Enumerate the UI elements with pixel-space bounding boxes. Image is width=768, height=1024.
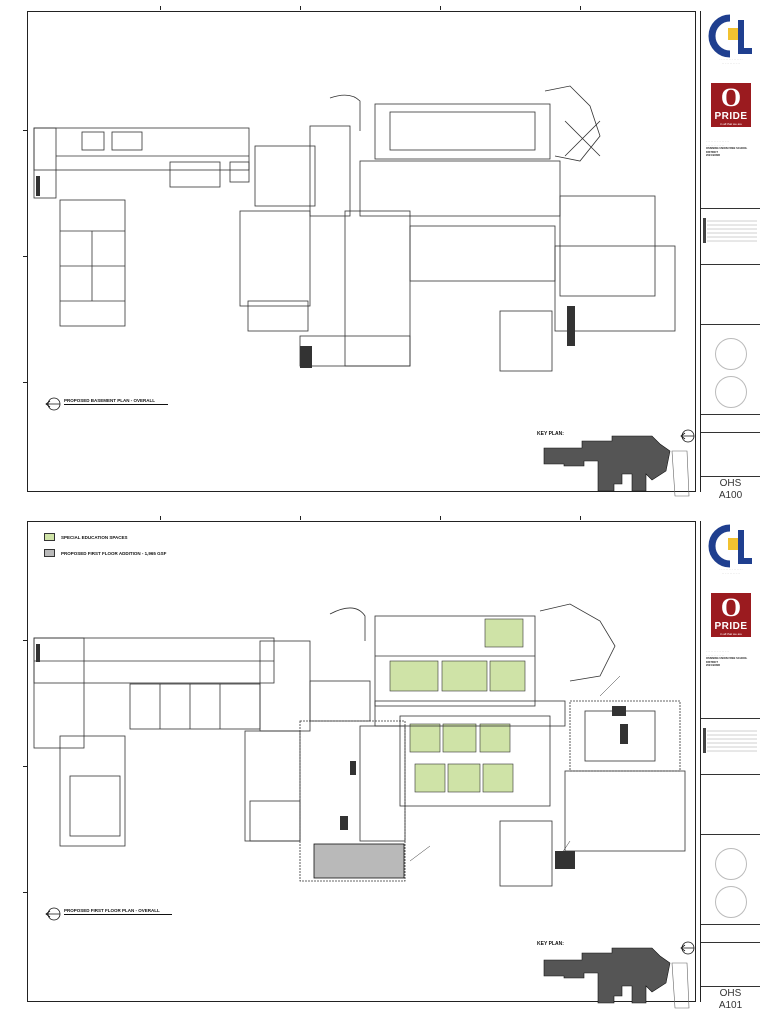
divider <box>701 718 760 719</box>
divider <box>701 476 760 477</box>
grid-tick <box>440 516 441 520</box>
pride-letter: O <box>720 83 742 112</box>
project-year: 2024 BOND <box>706 154 721 158</box>
pride-logo-icon: O PRIDE in all that we are <box>711 83 751 127</box>
grid-tick <box>160 516 161 520</box>
pride-word: PRIDE <box>714 111 748 122</box>
title-block <box>700 521 761 1002</box>
north-arrow-icon <box>45 397 61 411</box>
grid-tick <box>300 516 301 520</box>
drawing-sheet-basement: PROPOSED BASEMENT PLAN - OVERALL KEY PLA… <box>0 6 768 506</box>
grid-tick <box>23 130 27 131</box>
grid-tick <box>23 892 27 893</box>
divider <box>701 432 760 433</box>
grid-tick <box>580 6 581 10</box>
divider <box>701 924 760 925</box>
north-arrow-icon <box>680 941 695 955</box>
grid-tick <box>23 766 27 767</box>
north-arrow-icon <box>45 907 61 921</box>
divider <box>701 774 760 775</box>
key-plan-label: KEY PLAN: <box>537 431 564 437</box>
cpl-logo-icon <box>708 14 752 58</box>
grid-tick <box>160 6 161 10</box>
basement-floor-plan <box>33 85 676 372</box>
divider <box>701 986 760 987</box>
legend-swatch <box>44 549 55 557</box>
professional-seal <box>715 338 747 370</box>
project-info: · · · · · · · · · · · · · · ·· · · · · ·… <box>706 140 748 158</box>
cpl-logo-icon <box>708 524 752 568</box>
grid-tick <box>300 6 301 10</box>
drawing-frame <box>27 11 696 492</box>
grid-tick <box>440 6 441 10</box>
title-block <box>700 11 761 492</box>
pride-word: PRIDE <box>714 621 748 632</box>
legend-swatch <box>44 533 55 541</box>
firm-address: · · · · · · · · · · · · · · ·· · · · · ·… <box>719 568 743 575</box>
sheet-project: OHS <box>719 988 742 999</box>
drawing-sheet-first-floor: SPECIAL EDUCATION SPACES PROPOSED FIRST … <box>0 516 768 1016</box>
key-plan-diagram <box>543 435 690 497</box>
divider <box>701 264 760 265</box>
pride-tagline: in all that we are <box>720 632 742 636</box>
grid-tick <box>23 640 27 641</box>
divider <box>701 834 760 835</box>
pride-logo-icon: O PRIDE in all that we are <box>711 593 751 637</box>
revision-table <box>703 218 757 243</box>
professional-seal <box>715 376 747 408</box>
north-arrow-icon <box>680 429 695 443</box>
divider <box>701 324 760 325</box>
grid-tick <box>23 256 27 257</box>
legend-item-addition: PROPOSED FIRST FLOOR ADDITION - 1,965 GS… <box>44 549 166 557</box>
sheet-project: OHS <box>719 478 742 489</box>
divider <box>701 414 760 415</box>
professional-seal <box>715 848 747 880</box>
first-floor-plan <box>33 603 686 887</box>
revision-table <box>703 728 757 753</box>
grid-tick <box>23 382 27 383</box>
pride-tagline: in all that we are <box>720 122 742 126</box>
divider <box>701 942 760 943</box>
plan-title: PROPOSED BASEMENT PLAN - OVERALL <box>64 398 168 405</box>
client-district: OSSINING UNION FREE SCHOOL DISTRICT <box>706 147 748 154</box>
project-year: 2024 BOND <box>706 664 721 668</box>
professional-seal <box>715 886 747 918</box>
sheet-number: A101 <box>718 1000 743 1011</box>
legend-item-special-education: SPECIAL EDUCATION SPACES <box>44 533 128 541</box>
client-district: OSSINING UNION FREE SCHOOL DISTRICT <box>706 657 748 664</box>
key-plan-diagram <box>543 947 690 1009</box>
plan-title: PROPOSED FIRST FLOOR PLAN - OVERALL <box>64 908 172 915</box>
divider <box>701 208 760 209</box>
firm-address: · · · · · · · · · · · · · · ·· · · · · ·… <box>719 58 743 65</box>
drawing-frame <box>27 521 696 1002</box>
key-plan-label: KEY PLAN: <box>537 941 564 947</box>
pride-letter: O <box>720 593 742 622</box>
project-info: · · · · · · · · · · · · · · ·· · · · · ·… <box>706 650 748 668</box>
sheet-number: A100 <box>718 490 743 501</box>
grid-tick <box>580 516 581 520</box>
